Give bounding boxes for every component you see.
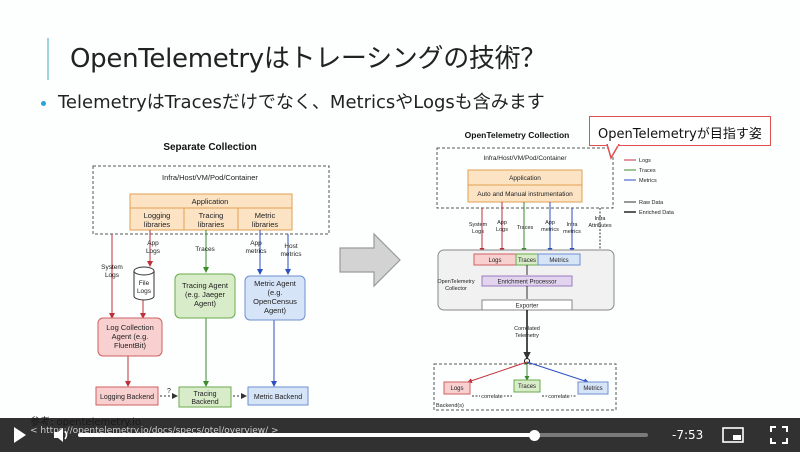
tracing-backend-box: [178, 386, 232, 408]
opentelemetry-collection-diagram: OpenTelemetry Collection Infra/Host/VM/P…: [433, 130, 675, 411]
callout-text: OpenTelemetryが目指す姿: [598, 127, 762, 142]
right-host-boundary: [436, 147, 614, 209]
separate-collection-diagram: Separate Collection Infra/Host/VM/Pod/Co…: [92, 142, 330, 408]
metric-agent-box: [244, 275, 306, 321]
tracing-agent-box: [174, 273, 236, 319]
svg-text:Metrics: Metrics: [549, 258, 568, 264]
progress-fill: [78, 433, 534, 437]
slide-title: OpenTelemetryはトレーシングの技術？: [70, 44, 546, 74]
picture-in-picture-icon[interactable]: [722, 427, 744, 443]
right-application-label: Application: [509, 175, 541, 182]
traces-label: Traces: [195, 246, 215, 253]
svg-text:Metrics: Metrics: [583, 386, 602, 392]
svg-text:Enrichment Processor: Enrichment Processor: [497, 280, 556, 286]
logging-backend-box: [95, 386, 159, 406]
logging-backend-label: Logging Backend: [100, 394, 154, 401]
svg-text:Traces: Traces: [518, 258, 536, 264]
title-accent-bar: [47, 38, 49, 80]
legend: Logs Traces Metrics Raw Data Enriched Da…: [624, 158, 675, 216]
svg-text:Traces: Traces: [518, 384, 536, 390]
unknown-link-label: ?: [167, 388, 171, 395]
svg-text:Exporter: Exporter: [516, 304, 539, 310]
volume-icon[interactable]: [52, 426, 72, 444]
left-application-label: Application: [192, 197, 229, 206]
collector-metrics-box: [537, 253, 581, 266]
backend-metrics-box: [577, 381, 609, 395]
bullet-marker: [41, 101, 46, 106]
log-collection-agent-box: [97, 317, 163, 357]
backend-traces-box: [513, 379, 541, 393]
svg-text:Traces: Traces: [639, 168, 656, 174]
play-icon[interactable]: [12, 426, 28, 444]
right-traces-label: Traces: [517, 225, 534, 231]
correlate-label-right: correlate: [548, 394, 569, 400]
backend-logs-box: [443, 381, 471, 395]
svg-text:Raw Data: Raw Data: [639, 200, 664, 206]
correlate-label-left: correlate: [481, 394, 502, 400]
svg-text:Logs: Logs: [450, 386, 463, 392]
left-host-label: Infra/Host/VM/Pod/Container: [162, 173, 258, 182]
left-application-box: [129, 193, 293, 231]
slide-bullet-text: TelemetryはTracesだけでなく、MetricsやLogsも含みます: [58, 92, 545, 113]
left-diagram-title: Separate Collection: [163, 142, 256, 153]
svg-text:Logs: Logs: [639, 158, 651, 164]
metric-backend-box: [247, 386, 309, 406]
left-host-boundary: [92, 165, 330, 235]
time-remaining: -7:53: [672, 428, 704, 442]
callout-box: OpenTelemetryが目指す姿: [589, 116, 771, 146]
progress-scrubber-handle[interactable]: [529, 430, 540, 441]
fullscreen-icon[interactable]: [770, 426, 788, 444]
instrumentation-label: Auto and Manual instrumentation: [477, 191, 573, 198]
svg-text:Logs: Logs: [488, 258, 501, 264]
svg-text:Metrics: Metrics: [639, 178, 657, 184]
backends-boundary: [433, 363, 617, 411]
reference-url: < https://opentelemetry.io/docs/specs/ot…: [30, 426, 279, 436]
callout-pointer: [606, 144, 620, 160]
transition-arrow: [339, 232, 401, 288]
metric-backend-label: Metric Backend: [254, 394, 302, 401]
right-host-label: Infra/Host/VM/Pod/Container: [483, 155, 567, 162]
svg-text:Enriched Data: Enriched Data: [639, 210, 675, 216]
right-application-box: [467, 169, 583, 203]
right-diagram-title: OpenTelemetry Collection: [465, 130, 570, 140]
backends-label: Backend(s): [436, 403, 464, 409]
